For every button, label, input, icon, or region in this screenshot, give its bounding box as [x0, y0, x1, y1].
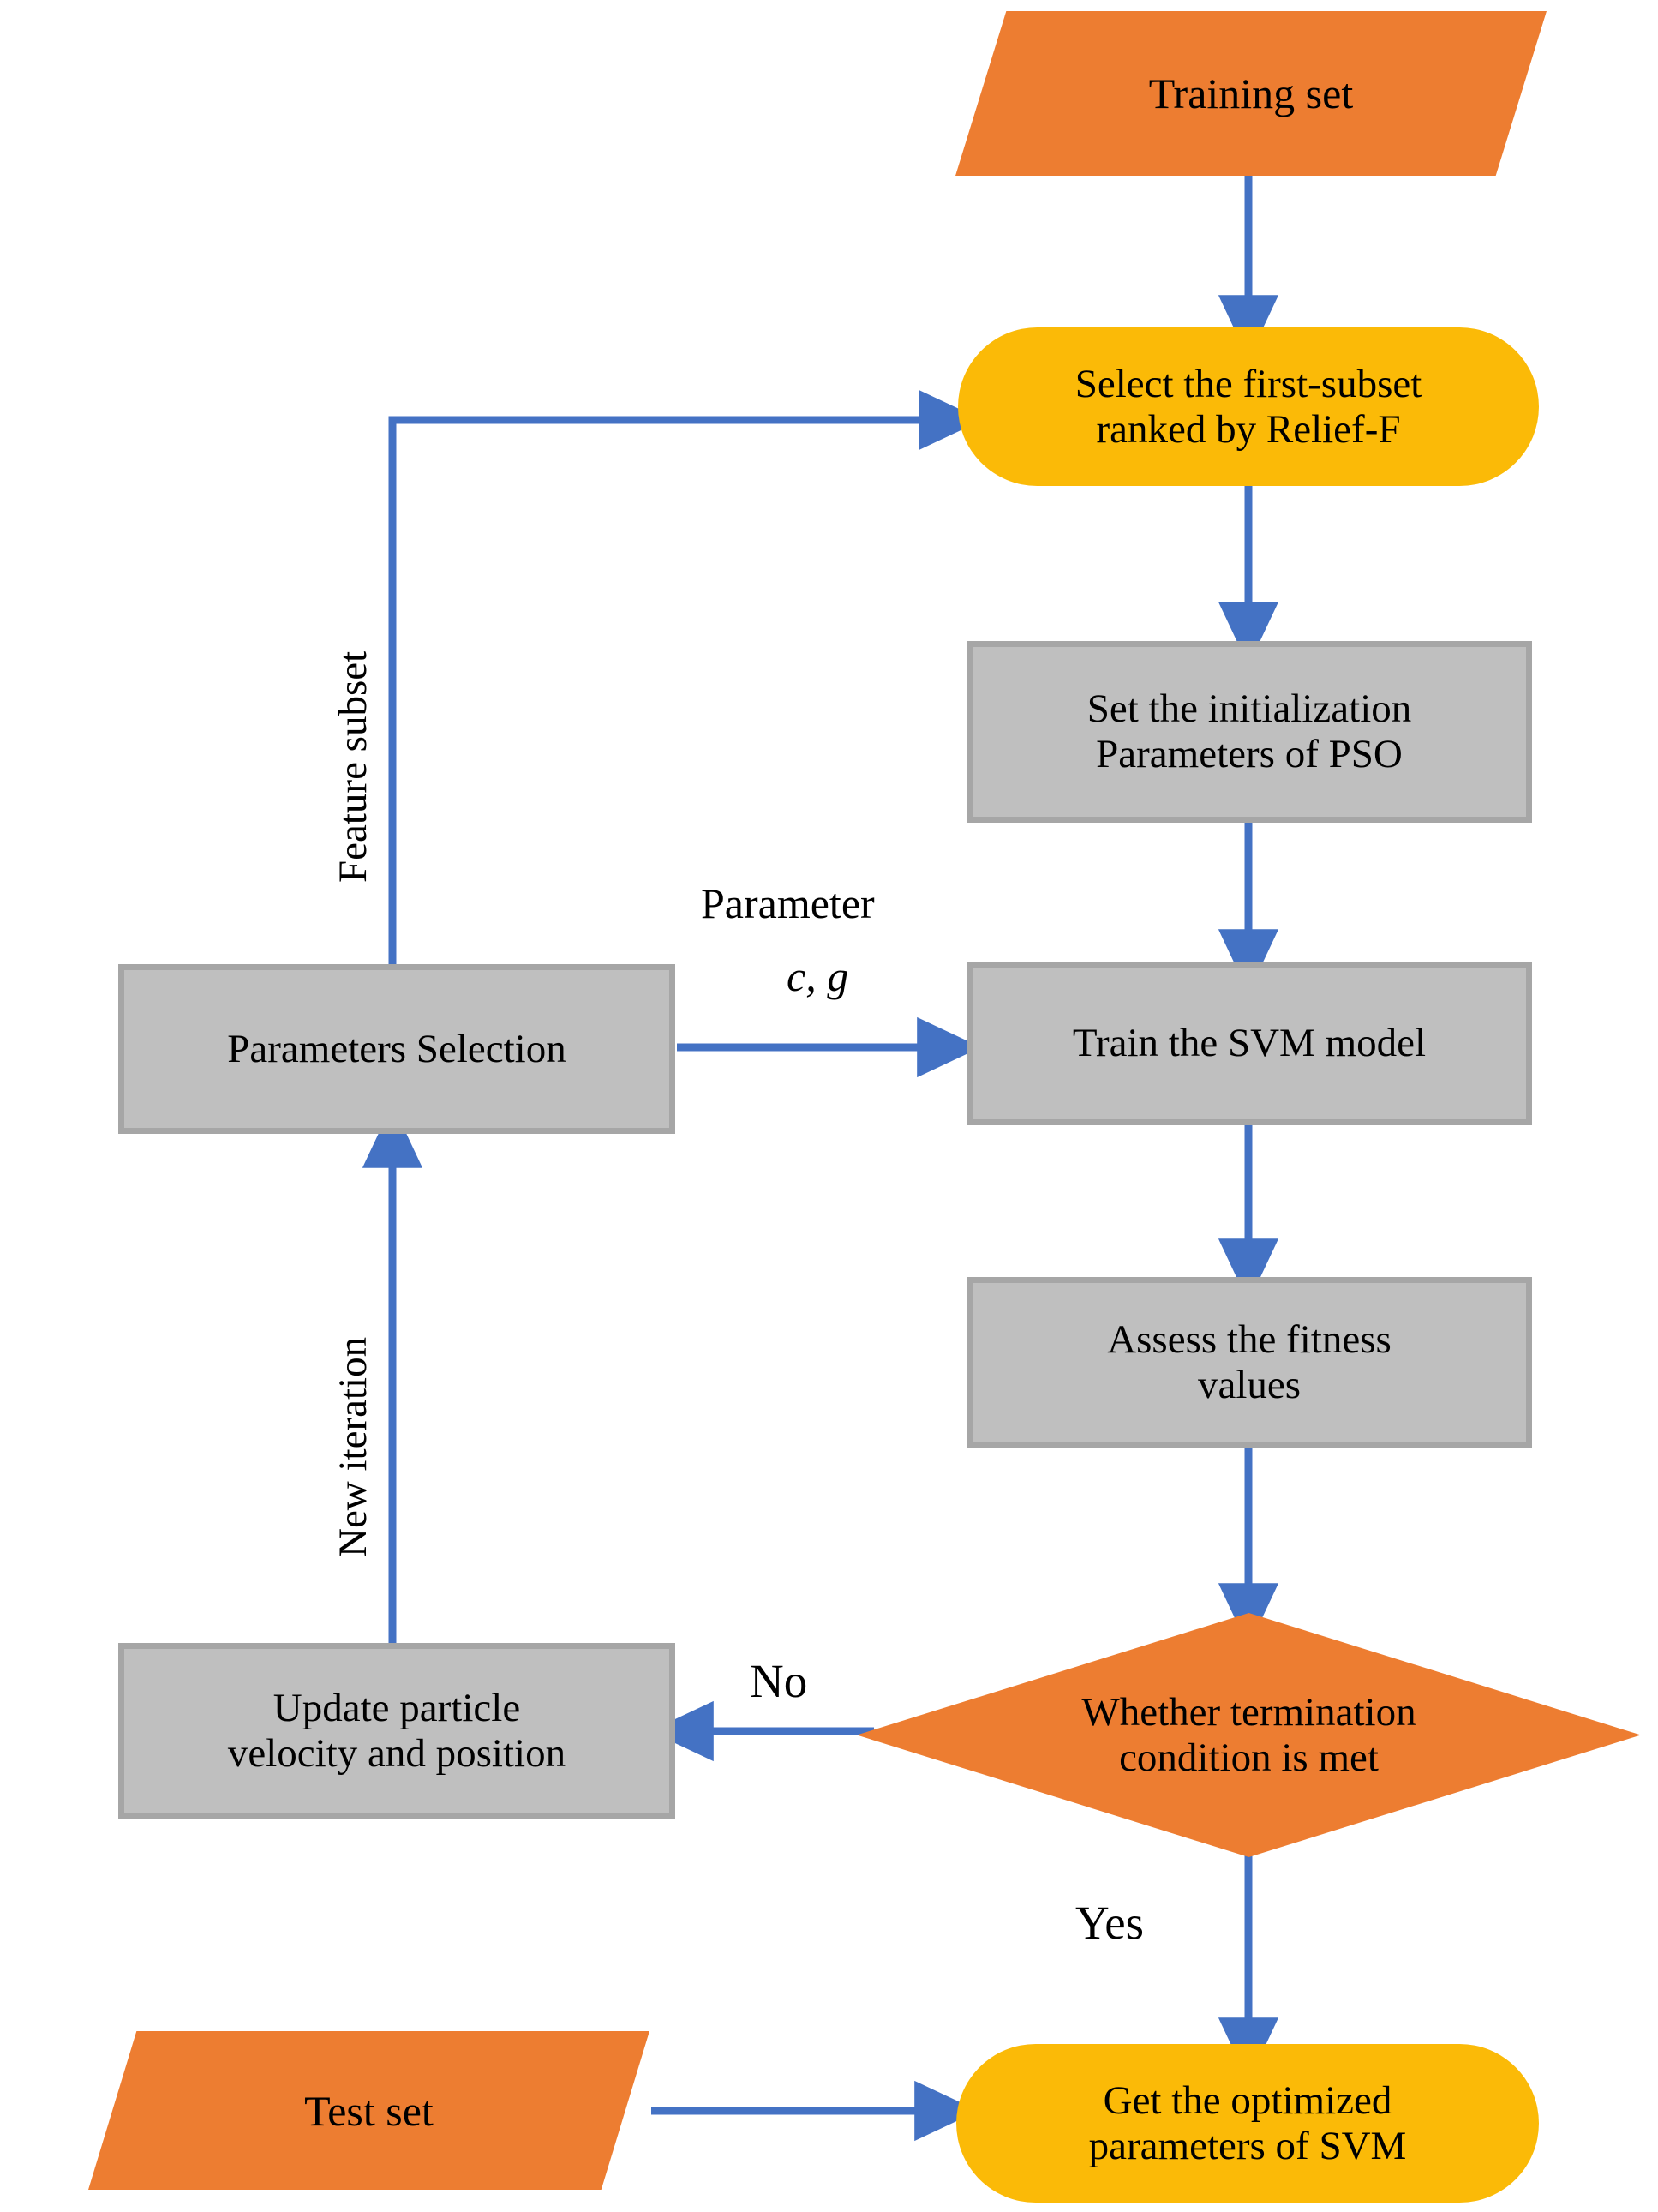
edge-label-new-iteration: New iteration: [331, 1336, 375, 1557]
node-termination-condition-line1: Whether termination: [1081, 1689, 1416, 1735]
node-test-set-label: Test set: [304, 2086, 434, 2135]
node-assess-fitness-values-line2: values: [1197, 1363, 1302, 1407]
edge-label-no: No: [750, 1655, 808, 1707]
node-select-first-subset[interactable]: Select the first-subset ranked by Relief…: [958, 327, 1539, 486]
node-get-optimized-parameters-line2: parameters of SVM: [1088, 2123, 1407, 2168]
node-train-svm-model[interactable]: Train the SVM model: [967, 962, 1532, 1125]
node-get-optimized-parameters[interactable]: Get the optimized parameters of SVM: [956, 2044, 1539, 2203]
node-train-svm-model-inner: Train the SVM model: [973, 968, 1526, 1119]
node-termination-condition-line2: condition is met: [1119, 1735, 1379, 1780]
node-update-particle-line1: Update particle: [272, 1685, 521, 1730]
node-training-set[interactable]: Training set: [955, 11, 1547, 176]
node-termination-condition[interactable]: Whether termination condition is met: [857, 1613, 1641, 1857]
node-set-initialization-parameters-line1: Set the initialization: [1086, 686, 1412, 732]
edge-label-parameter-cg: c, g: [787, 952, 849, 1000]
node-assess-fitness-values[interactable]: Assess the fitness values: [967, 1277, 1532, 1448]
node-update-particle-inner: Update particle velocity and position: [124, 1649, 669, 1813]
node-select-first-subset-line1: Select the first-subset: [1074, 361, 1422, 406]
node-parameters-selection-label: Parameters Selection: [227, 1026, 566, 1071]
node-assess-fitness-values-inner: Assess the fitness values: [973, 1283, 1526, 1442]
node-training-set-label: Training set: [1148, 69, 1354, 117]
node-train-svm-model-label: Train the SVM model: [1072, 1021, 1427, 1066]
node-update-particle-line2: velocity and position: [227, 1730, 566, 1776]
edge-label-yes: Yes: [1075, 1897, 1145, 1949]
node-set-initialization-parameters[interactable]: Set the initialization Parameters of PSO: [967, 641, 1532, 823]
node-get-optimized-parameters-line1: Get the optimized: [1103, 2077, 1392, 2123]
node-test-set[interactable]: Test set: [88, 2031, 649, 2190]
node-set-initialization-parameters-inner: Set the initialization Parameters of PSO: [973, 647, 1526, 817]
node-assess-fitness-values-line1: Assess the fitness: [1107, 1317, 1392, 1363]
node-parameters-selection[interactable]: Parameters Selection: [118, 964, 675, 1134]
edge-label-feature-subset: Feature subset: [331, 650, 375, 883]
edge-label-parameter: Parameter: [701, 879, 875, 927]
node-parameters-selection-inner: Parameters Selection: [124, 970, 669, 1128]
node-update-particle[interactable]: Update particle velocity and position: [118, 1643, 675, 1819]
node-set-initialization-parameters-line2: Parameters of PSO: [1096, 732, 1403, 776]
node-select-first-subset-line2: ranked by Relief-F: [1096, 406, 1401, 452]
